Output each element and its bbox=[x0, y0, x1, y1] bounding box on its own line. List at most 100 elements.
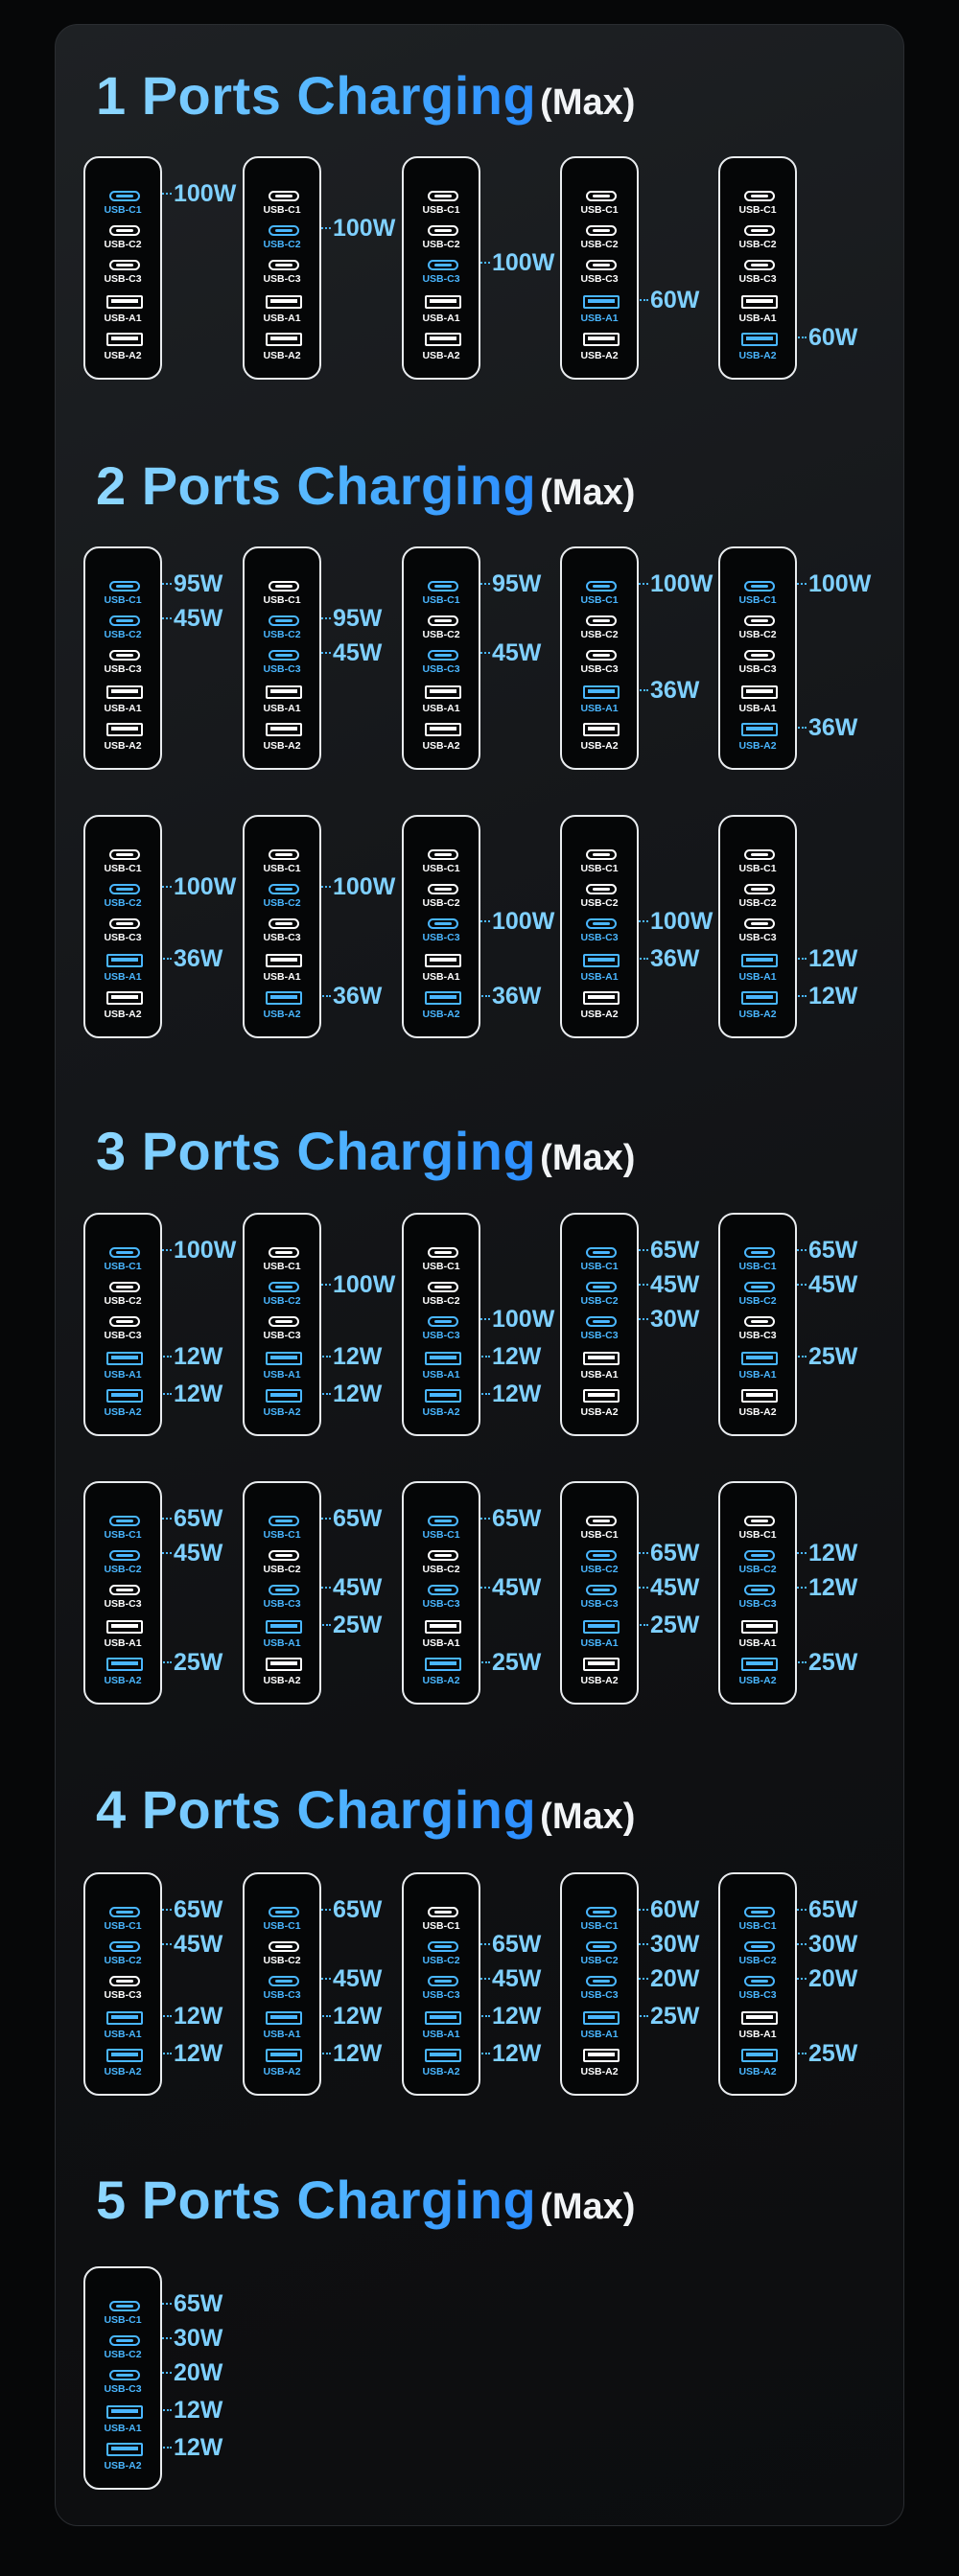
port-label: USB-C1 bbox=[738, 1261, 777, 1272]
wattage-label: 60W bbox=[650, 1896, 700, 1923]
port-label: USB-A2 bbox=[104, 2066, 142, 2077]
port-label: USB-C2 bbox=[580, 629, 619, 640]
usb-c-icon bbox=[109, 260, 140, 270]
wattage-label: 20W bbox=[650, 1965, 700, 1992]
usb-c-icon bbox=[109, 1282, 140, 1292]
port-label: USB-C2 bbox=[104, 629, 142, 640]
wattage-label: 25W bbox=[650, 1612, 700, 1638]
usb-a-icon bbox=[583, 954, 620, 967]
usb-c-icon bbox=[269, 1282, 299, 1292]
wattage-label: 95W bbox=[174, 570, 223, 597]
usb-c-icon bbox=[586, 1550, 617, 1561]
port-label: USB-C1 bbox=[263, 863, 301, 874]
usb-a-icon bbox=[741, 295, 778, 309]
wattage-label: 45W bbox=[492, 1965, 542, 1992]
usb-c-icon bbox=[109, 1585, 140, 1595]
port-label: USB-C3 bbox=[263, 1989, 301, 2001]
usb-c-icon bbox=[744, 1550, 775, 1561]
port-label: USB-A2 bbox=[738, 350, 777, 361]
usb-c-icon bbox=[744, 225, 775, 236]
wattage-label: 20W bbox=[808, 1965, 858, 1992]
usb-c-icon bbox=[109, 884, 140, 894]
port-label: USB-A2 bbox=[580, 2066, 619, 2077]
usb-a-icon bbox=[425, 1658, 461, 1671]
port-label: USB-C2 bbox=[263, 1955, 301, 1966]
port-label: USB-C2 bbox=[422, 1295, 460, 1307]
wattage-label: 100W bbox=[174, 180, 237, 207]
section-title-suffix: (Max) bbox=[540, 1138, 636, 1178]
usb-c-icon bbox=[428, 260, 458, 270]
port-label: USB-C2 bbox=[422, 629, 460, 640]
usb-c-icon bbox=[109, 1941, 140, 1952]
usb-c-icon bbox=[744, 1907, 775, 1917]
wattage-label: 12W bbox=[808, 983, 858, 1010]
usb-c-icon bbox=[428, 1516, 458, 1526]
port-label: USB-C2 bbox=[263, 1564, 301, 1575]
port-label: USB-C1 bbox=[263, 204, 301, 216]
port-label: USB-C2 bbox=[738, 629, 777, 640]
usb-c-icon bbox=[269, 1907, 299, 1917]
usb-c-icon bbox=[109, 2335, 140, 2346]
section-title-suffix: (Max) bbox=[540, 473, 636, 513]
port-label: USB-C3 bbox=[738, 273, 777, 285]
port-label: USB-C3 bbox=[104, 273, 142, 285]
wattage-label: 36W bbox=[492, 983, 542, 1010]
wattage-label: 65W bbox=[808, 1237, 858, 1264]
usb-a-icon bbox=[266, 1389, 302, 1403]
usb-c-icon bbox=[586, 191, 617, 201]
port-label: USB-C1 bbox=[580, 204, 619, 216]
wattage-label: 12W bbox=[492, 2040, 542, 2067]
wattage-label: 95W bbox=[492, 570, 542, 597]
usb-c-icon bbox=[109, 650, 140, 661]
usb-c-icon bbox=[586, 1247, 617, 1258]
port-label: USB-C2 bbox=[263, 629, 301, 640]
port-label: USB-C2 bbox=[104, 897, 142, 909]
usb-c-icon bbox=[586, 650, 617, 661]
section-title-suffix: (Max) bbox=[540, 2187, 636, 2227]
wattage-label: 12W bbox=[492, 1381, 542, 1407]
usb-a-icon bbox=[106, 1658, 143, 1671]
usb-a-icon bbox=[741, 1389, 778, 1403]
wattage-label: 36W bbox=[808, 714, 858, 741]
port-label: USB-A1 bbox=[104, 2423, 142, 2434]
usb-c-icon bbox=[428, 615, 458, 626]
usb-c-icon bbox=[744, 615, 775, 626]
wattage-label: 12W bbox=[808, 945, 858, 972]
port-label: USB-C2 bbox=[738, 239, 777, 250]
port-label: USB-C3 bbox=[580, 1989, 619, 2001]
wattage-label: 12W bbox=[808, 1574, 858, 1601]
section-title-suffix: (Max) bbox=[540, 82, 636, 123]
port-label: USB-C2 bbox=[104, 1295, 142, 1307]
usb-a-icon bbox=[425, 991, 461, 1005]
port-label: USB-C3 bbox=[263, 663, 301, 675]
wattage-label: 100W bbox=[492, 249, 555, 276]
usb-c-icon bbox=[109, 2301, 140, 2311]
port-label: USB-C2 bbox=[104, 239, 142, 250]
port-label: USB-A1 bbox=[263, 971, 301, 983]
usb-c-icon bbox=[744, 1585, 775, 1595]
port-label: USB-C1 bbox=[104, 594, 142, 606]
usb-c-icon bbox=[109, 2370, 140, 2380]
usb-a-icon bbox=[741, 2049, 778, 2062]
port-label: USB-A2 bbox=[422, 740, 460, 752]
port-label: USB-A1 bbox=[263, 1369, 301, 1381]
port-label: USB-A1 bbox=[422, 971, 460, 983]
wattage-label: 36W bbox=[650, 677, 700, 704]
port-label: USB-C1 bbox=[104, 1529, 142, 1541]
usb-a-icon bbox=[741, 991, 778, 1005]
usb-c-icon bbox=[109, 918, 140, 929]
wattage-label: 12W bbox=[333, 1381, 383, 1407]
wattage-label: 25W bbox=[808, 1649, 858, 1676]
wattage-label: 25W bbox=[174, 1649, 223, 1676]
usb-c-icon bbox=[428, 1316, 458, 1327]
port-label: USB-A1 bbox=[422, 1637, 460, 1649]
wattage-label: 100W bbox=[174, 1237, 237, 1264]
